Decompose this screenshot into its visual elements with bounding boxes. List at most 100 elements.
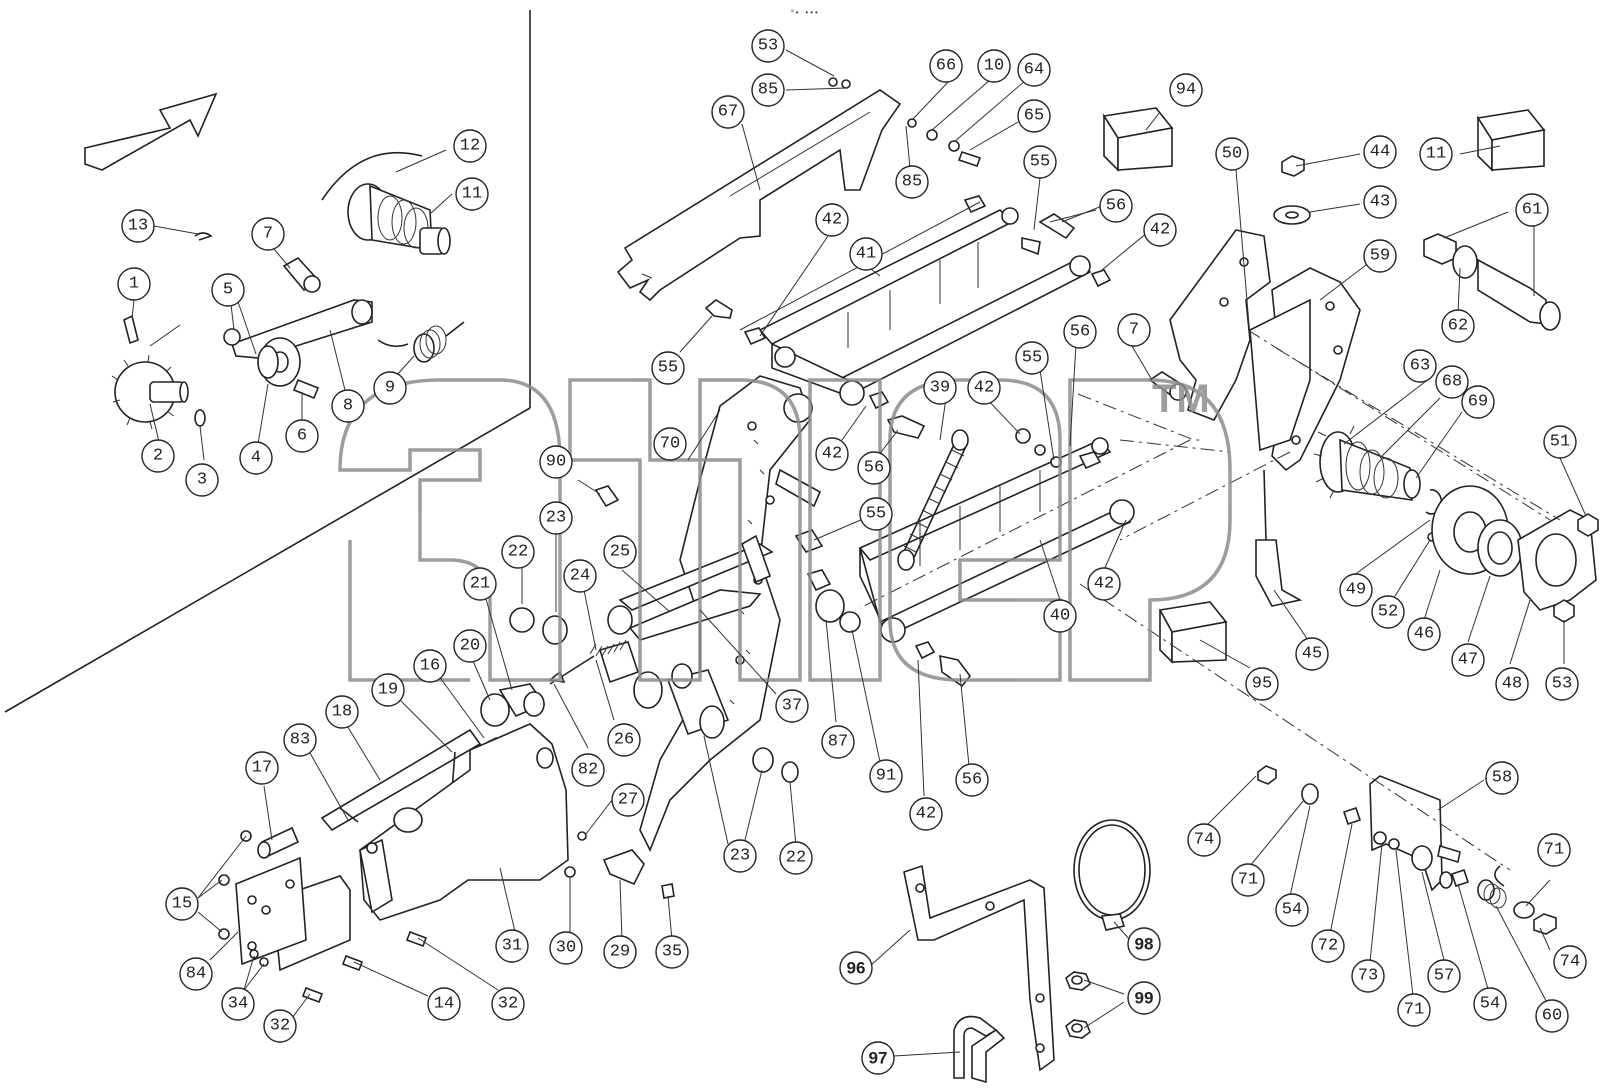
callout-97[interactable]: 97 xyxy=(861,1041,895,1075)
callout-8[interactable]: 8 xyxy=(331,389,365,423)
callout-72[interactable]: 72 xyxy=(1311,929,1345,963)
callout-13[interactable]: 13 xyxy=(121,209,155,243)
callout-23a[interactable]: 23 xyxy=(539,501,573,535)
callout-71a[interactable]: 71 xyxy=(1231,863,1265,897)
callout-23b[interactable]: 23 xyxy=(723,839,757,873)
callout-11b[interactable]: 11 xyxy=(455,177,489,211)
callout-55d[interactable]: 55 xyxy=(859,497,893,531)
callout-99[interactable]: 99 xyxy=(1127,981,1161,1015)
callout-30[interactable]: 30 xyxy=(549,931,583,965)
callout-42b[interactable]: 42 xyxy=(1143,213,1177,247)
callout-56b[interactable]: 56 xyxy=(1063,315,1097,349)
callout-66[interactable]: 66 xyxy=(929,49,963,83)
callout-11a[interactable]: 11 xyxy=(1419,137,1453,171)
callout-59[interactable]: 59 xyxy=(1363,239,1397,273)
callout-44[interactable]: 44 xyxy=(1363,135,1397,169)
callout-32b[interactable]: 32 xyxy=(491,987,525,1021)
callout-1[interactable]: 1 xyxy=(117,267,151,301)
callout-67[interactable]: 67 xyxy=(711,95,745,129)
callout-48[interactable]: 48 xyxy=(1495,667,1529,701)
callout-87[interactable]: 87 xyxy=(821,725,855,759)
callout-25[interactable]: 25 xyxy=(603,535,637,569)
callout-47[interactable]: 47 xyxy=(1451,643,1485,677)
callout-83[interactable]: 83 xyxy=(283,723,317,757)
callout-10[interactable]: 10 xyxy=(977,49,1011,83)
callout-18[interactable]: 18 xyxy=(325,695,359,729)
callout-40[interactable]: 40 xyxy=(1043,599,1077,633)
callout-12[interactable]: 12 xyxy=(453,129,487,163)
callout-29[interactable]: 29 xyxy=(603,935,637,969)
callout-21[interactable]: 21 xyxy=(463,567,497,601)
callout-46[interactable]: 46 xyxy=(1407,617,1441,651)
callout-49[interactable]: 49 xyxy=(1339,573,1373,607)
callout-26[interactable]: 26 xyxy=(607,723,641,757)
callout-58[interactable]: 58 xyxy=(1485,761,1519,795)
callout-55c[interactable]: 55 xyxy=(1015,341,1049,375)
callout-16[interactable]: 16 xyxy=(413,649,447,683)
callout-69[interactable]: 69 xyxy=(1461,385,1495,419)
callout-62[interactable]: 62 xyxy=(1441,309,1475,343)
callout-42d[interactable]: 42 xyxy=(815,437,849,471)
callout-15[interactable]: 15 xyxy=(165,887,199,921)
callout-42a[interactable]: 42 xyxy=(815,203,849,237)
callout-55a[interactable]: 55 xyxy=(1023,145,1057,179)
callout-60[interactable]: 60 xyxy=(1535,999,1569,1033)
callout-5[interactable]: 5 xyxy=(211,273,245,307)
callout-24[interactable]: 24 xyxy=(563,559,597,593)
callout-84[interactable]: 84 xyxy=(179,957,213,991)
callout-56a[interactable]: 56 xyxy=(1099,189,1133,223)
callout-68[interactable]: 68 xyxy=(1435,365,1469,399)
callout-55b[interactable]: 55 xyxy=(651,351,685,385)
callout-94[interactable]: 94 xyxy=(1169,73,1203,107)
callout-50[interactable]: 50 xyxy=(1215,137,1249,171)
callout-96[interactable]: 96 xyxy=(839,951,873,985)
callout-74b[interactable]: 74 xyxy=(1553,945,1587,979)
callout-22b[interactable]: 22 xyxy=(779,841,813,875)
callout-73[interactable]: 73 xyxy=(1351,959,1385,993)
callout-98[interactable]: 98 xyxy=(1127,927,1161,961)
callout-71c[interactable]: 71 xyxy=(1537,833,1571,867)
callout-7[interactable]: 7 xyxy=(251,217,285,251)
callout-27[interactable]: 27 xyxy=(611,783,645,817)
callout-71b[interactable]: 71 xyxy=(1397,993,1431,1027)
callout-63[interactable]: 63 xyxy=(1403,349,1437,383)
callout-42f[interactable]: 42 xyxy=(1087,567,1121,601)
callout-91[interactable]: 91 xyxy=(869,759,903,793)
callout-54a[interactable]: 54 xyxy=(1275,893,1309,927)
callout-22a[interactable]: 22 xyxy=(501,535,535,569)
callout-2[interactable]: 2 xyxy=(141,439,175,473)
callout-56c[interactable]: 56 xyxy=(857,451,891,485)
callout-19[interactable]: 19 xyxy=(371,673,405,707)
callout-42c[interactable]: 42 xyxy=(967,371,1001,405)
callout-34[interactable]: 34 xyxy=(221,987,255,1021)
callout-43[interactable]: 43 xyxy=(1363,185,1397,219)
callout-85[interactable]: 85 xyxy=(751,73,785,107)
callout-20[interactable]: 20 xyxy=(453,629,487,663)
callout-85b[interactable]: 85 xyxy=(895,165,929,199)
callout-3[interactable]: 3 xyxy=(185,463,219,497)
callout-56d[interactable]: 56 xyxy=(955,763,989,797)
callout-45[interactable]: 45 xyxy=(1295,637,1329,671)
callout-82[interactable]: 82 xyxy=(571,753,605,787)
callout-51[interactable]: 51 xyxy=(1543,425,1577,459)
callout-70[interactable]: 70 xyxy=(653,427,687,461)
callout-17[interactable]: 17 xyxy=(245,751,279,785)
callout-14[interactable]: 14 xyxy=(427,987,461,1021)
callout-37[interactable]: 37 xyxy=(775,689,809,723)
callout-6[interactable]: 6 xyxy=(285,419,319,453)
callout-42e[interactable]: 42 xyxy=(909,797,943,831)
callout-64[interactable]: 64 xyxy=(1017,53,1051,87)
callout-57[interactable]: 57 xyxy=(1427,959,1461,993)
callout-53[interactable]: 53 xyxy=(751,29,785,63)
callout-53b[interactable]: 53 xyxy=(1545,667,1579,701)
callout-9[interactable]: 9 xyxy=(373,371,407,405)
callout-61[interactable]: 61 xyxy=(1515,193,1549,227)
callout-74a[interactable]: 74 xyxy=(1187,823,1221,857)
callout-4[interactable]: 4 xyxy=(239,441,273,475)
callout-54b[interactable]: 54 xyxy=(1473,987,1507,1021)
callout-39[interactable]: 39 xyxy=(923,371,957,405)
callout-65[interactable]: 65 xyxy=(1017,99,1051,133)
callout-41[interactable]: 41 xyxy=(849,237,883,271)
callout-52[interactable]: 52 xyxy=(1371,595,1405,629)
callout-31[interactable]: 31 xyxy=(495,929,529,963)
